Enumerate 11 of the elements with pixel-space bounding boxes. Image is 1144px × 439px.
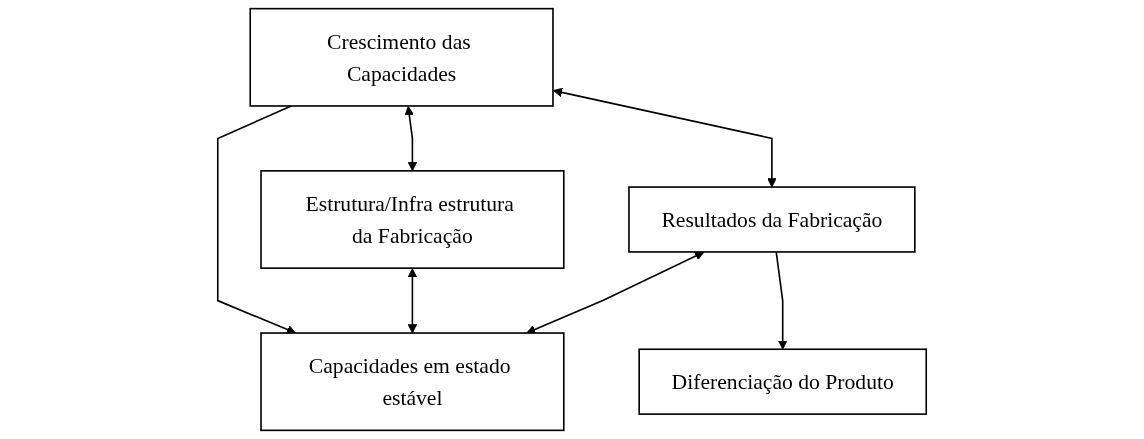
node-box: Resultados da Fabricação (628, 186, 916, 253)
arrow (404, 105, 418, 172)
arrow (526, 251, 705, 335)
node-box: Diferenciação do Produto (638, 348, 928, 415)
arrow (216, 105, 297, 335)
node-box: Estrutura/Infra estrutura da Fabricação (260, 170, 565, 269)
arrow (407, 268, 418, 334)
arrow (775, 251, 788, 350)
node-box: Capacidades em estado estável (260, 332, 565, 432)
node-box: Crescimento das Capacidades (249, 7, 554, 107)
arrow (552, 87, 777, 188)
